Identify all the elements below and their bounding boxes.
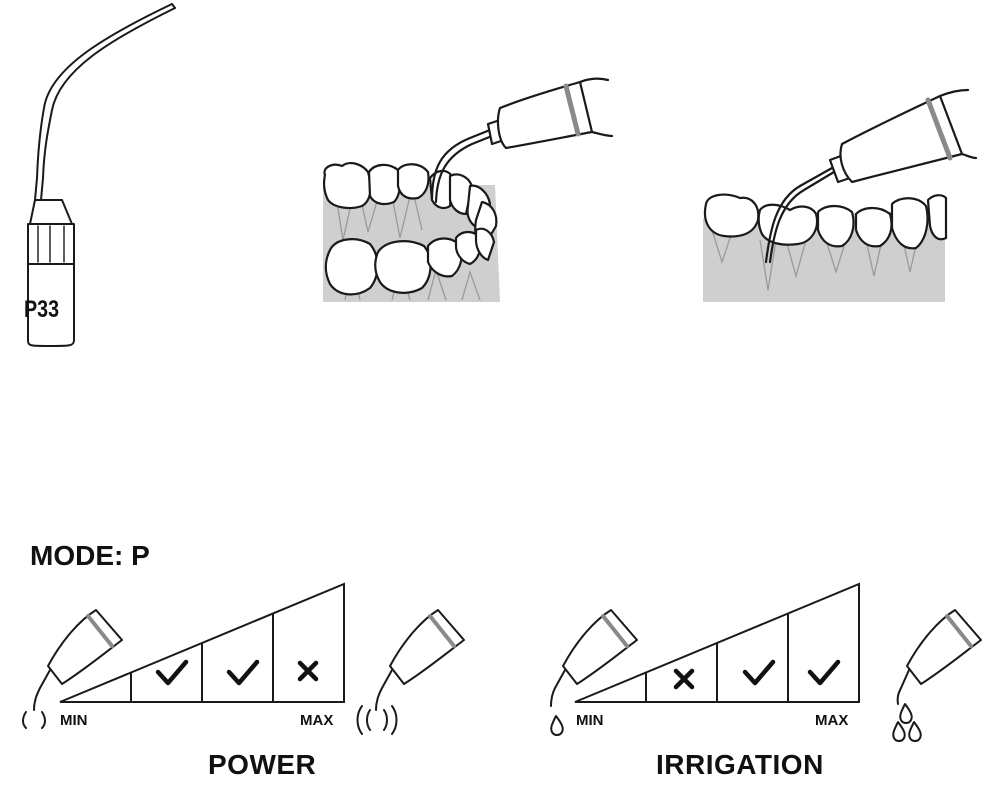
power-level-1-check-icon <box>155 659 189 686</box>
irrigation-chart <box>574 582 860 703</box>
irrigation-level-2-check-icon <box>742 659 776 686</box>
handpiece-high-vibration-icon <box>356 609 465 735</box>
power-min-label: MIN <box>60 712 88 729</box>
dental-arch-illustration <box>322 77 614 302</box>
power-level-3-cross-icon <box>297 660 319 682</box>
handpiece-low-water-icon <box>550 609 638 736</box>
irrigation-min-label: MIN <box>576 712 604 729</box>
tip-code-label: P33 <box>24 296 60 323</box>
handpiece-high-water-icon <box>892 609 982 742</box>
handpiece-low-vibration-icon <box>22 609 123 729</box>
mode-label: MODE: P <box>30 540 150 571</box>
irrigation-level-1-cross-icon <box>673 668 695 690</box>
power-title: POWER <box>208 749 317 780</box>
irrigation-max-label: MAX <box>815 712 849 729</box>
irrigation-title: IRRIGATION <box>656 749 824 780</box>
tooth-row-illustration <box>703 88 978 302</box>
scaler-tip-illustration <box>27 3 176 347</box>
power-level-2-check-icon <box>226 659 260 686</box>
power-chart <box>59 582 345 703</box>
power-max-label: MAX <box>300 712 334 729</box>
irrigation-level-3-check-icon <box>807 659 841 686</box>
